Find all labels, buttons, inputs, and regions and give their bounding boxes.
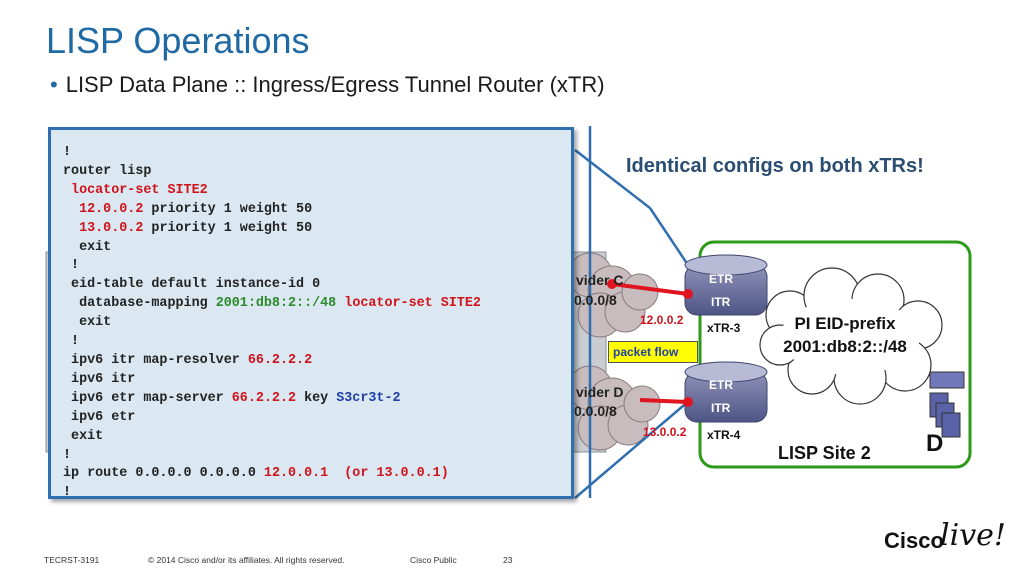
config-code-box: ! router lisp locator-set SITE2 12.0.0.2… [48,127,574,500]
provider-d-label-1: vider D [576,384,624,400]
code-segment: 12.0.0.2 [79,201,144,217]
footer-page-number: 23 [503,555,513,565]
code-segment: ipv6 etr map-server [63,390,232,406]
code-segment: exit [63,239,112,255]
code-segment: eid-table default instance-id 0 [63,277,321,293]
code-segment: 66.2.2.2 [247,352,313,368]
code-segment: ! [63,447,72,463]
code-segment: priority 1 weight 50 [143,220,313,236]
code-segment: ip route 0.0.0.0 0.0.0.0 [63,466,264,482]
code-segment: 2001:db8:2::/48 [215,296,337,312]
provider-d-label-2: 0.0.0/8 [574,403,617,419]
router-xtr-3[interactable] [684,254,768,316]
footer-classification: Cisco Public [410,555,457,565]
code-segment: priority 1 weight 50 [143,201,313,217]
slide-bullet: • LISP Data Plane :: Ingress/Egress Tunne… [50,72,605,98]
code-segment: 13.0.0.2 [79,220,144,236]
bullet-dot: • [50,72,58,97]
host-d-icon [929,371,965,438]
code-segment: 12.0.0.1 [263,466,329,482]
xtr3-itr-label: ITR [711,295,731,309]
provider-c-label-1: vider C [576,272,624,288]
code-segment: locator-set SITE2 [63,182,208,198]
slide-title: LISP Operations [46,20,310,61]
link-endpoint-c2 [683,289,693,299]
pi-eid-prefix-value: 2001:db8:2::/48 [783,337,907,356]
link-endpoint-c [607,279,617,289]
code-segment: (or 13.0.0.1) [328,466,449,482]
host-d-label: D [926,430,944,457]
xtr4-itr-label: ITR [711,401,731,415]
xtr3-etr-label: ETR [709,272,733,286]
bullet-text: LISP Data Plane :: Ingress/Egress Tunnel… [65,72,605,97]
code-segment: exit [63,428,104,444]
code-segment: ! [63,145,72,160]
config-code: ! router lisp locator-set SITE2 12.0.0.2… [63,144,481,503]
code-segment: key [296,390,337,406]
cisco-live-logo: live! [940,518,1006,553]
ip-12-0-0-2: 12.0.0.2 [640,313,684,327]
code-segment: ipv6 itr [63,371,136,387]
identical-configs-note: Identical configs on both xTRs! [626,155,924,177]
ip-13-0-0-2: 13.0.0.2 [643,425,687,439]
provider-links [611,282,689,404]
footer-session-code: TECRST-3191 [44,555,100,565]
packet-flow-label: packet flow [608,341,698,363]
xtr4-etr-label: ETR [709,378,733,392]
code-segment: ipv6 etr [63,409,136,425]
code-segment: router lisp [63,163,152,179]
code-segment: ! [63,485,72,501]
xtr-3-label: xTR-3 [707,321,741,335]
site-cloud-fill [780,299,920,375]
link-endpoint-d [683,397,693,407]
code-segment: S3cr3t-2 [336,390,401,406]
code-segment: exit [63,315,112,331]
code-segment: database-mapping [63,296,216,312]
footer-copyright: © 2014 Cisco and/or its affiliates. All … [148,555,345,565]
provider-c-label-2: 0.0.0/8 [574,292,617,308]
code-segment [63,202,79,217]
cisco-logo: Cisco [884,528,944,553]
code-segment: ! [63,258,80,274]
callout-lines [574,126,692,499]
code-segment: ! [63,334,80,350]
code-segment: locator-set SITE2 [344,296,481,312]
xtr-4-label: xTR-4 [707,428,741,442]
pi-eid-prefix-title: PI EID-prefix [794,314,896,333]
code-segment [63,221,79,236]
code-segment: 66.2.2.2 [231,390,297,406]
router-xtr-4[interactable] [684,361,768,423]
code-segment: ipv6 itr map-resolver [63,352,248,368]
lisp-site-label: LISP Site 2 [778,443,871,463]
